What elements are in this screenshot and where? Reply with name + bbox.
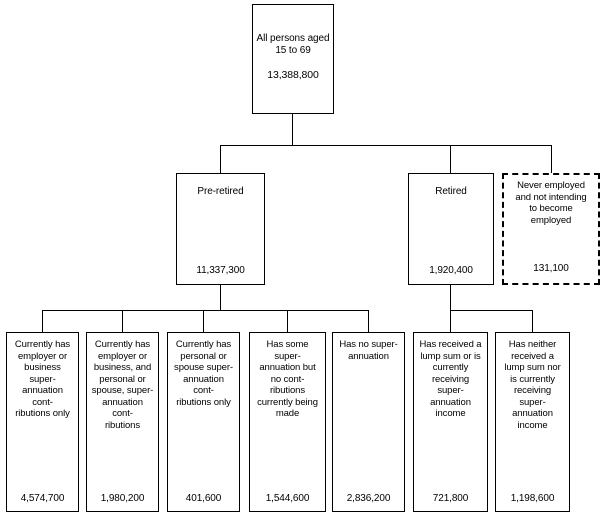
- node-value: 2,836,200: [346, 493, 391, 504]
- node-label: Has neither received a lump sum nor is c…: [504, 339, 561, 431]
- node-employer-business-and-personal-spouse-contributions: Currently has employer or business, and …: [86, 332, 159, 512]
- node-value: 721,800: [432, 493, 469, 504]
- connector-retired-bus: [450, 310, 532, 311]
- connector-retired-stem: [450, 285, 451, 310]
- node-value: 1,980,200: [100, 493, 145, 504]
- node-value: 1,920,400: [429, 265, 473, 276]
- connector-level2-bus: [220, 145, 551, 146]
- node-value: 4,574,700: [20, 493, 65, 504]
- node-label: Currently has employer or business super…: [14, 339, 71, 419]
- connector-pre-retired-stem: [220, 285, 221, 310]
- node-label: Pre-retired: [197, 186, 244, 197]
- node-personal-spouse-contributions-only: Currently has personal or spouse super- …: [167, 332, 240, 512]
- connector-pre-retired-bus: [42, 310, 369, 311]
- connector-drop-child-4: [287, 310, 288, 332]
- node-some-super-no-contributions: Has some super- annuation but no cont- r…: [249, 332, 326, 512]
- node-neither-lump-sum-nor-income: Has neither received a lump sum nor is c…: [495, 332, 570, 512]
- node-label: Currently has personal or spouse super- …: [174, 339, 233, 408]
- node-label: Has no super- annuation: [339, 339, 398, 362]
- connector-drop-child-7: [532, 310, 533, 332]
- node-received-lump-sum-or-receiving-income: Has received a lump sum or is currently …: [413, 332, 488, 512]
- connector-root-stem: [292, 114, 293, 145]
- node-value: 131,100: [533, 263, 569, 274]
- node-value: 401,600: [185, 493, 222, 504]
- connector-drop-child-1: [42, 310, 43, 332]
- node-value: 11,337,300: [196, 265, 245, 276]
- node-label: Retired: [435, 186, 467, 197]
- node-employer-business-contributions-only: Currently has employer or business super…: [6, 332, 79, 512]
- node-label: Has received a lump sum or is currently …: [419, 339, 482, 419]
- node-value: 1,544,600: [265, 493, 310, 504]
- node-no-superannuation: Has no super- annuation 2,836,200: [332, 332, 405, 512]
- node-all-persons: All persons aged 15 to 69 13,388,800: [252, 4, 334, 114]
- node-value: 1,198,600: [510, 493, 555, 504]
- connector-drop-child-5: [368, 310, 369, 332]
- node-retired: Retired 1,920,400: [408, 173, 494, 285]
- connector-drop-never-employed: [551, 145, 552, 173]
- connector-drop-child-2: [122, 310, 123, 332]
- node-label: Currently has employer or business, and …: [91, 339, 154, 431]
- connector-drop-child-3: [203, 310, 204, 332]
- node-pre-retired: Pre-retired 11,337,300: [176, 173, 265, 285]
- node-label: Never employed and not intending to beco…: [515, 180, 587, 226]
- node-never-employed: Never employed and not intending to beco…: [502, 173, 600, 285]
- connector-drop-child-6: [450, 310, 451, 332]
- node-label: All persons aged 15 to 69: [256, 33, 330, 56]
- connector-drop-retired: [450, 145, 451, 173]
- node-value: 13,388,800: [267, 69, 319, 81]
- connector-drop-pre-retired: [220, 145, 221, 173]
- node-label: Has some super- annuation but no cont- r…: [257, 339, 318, 419]
